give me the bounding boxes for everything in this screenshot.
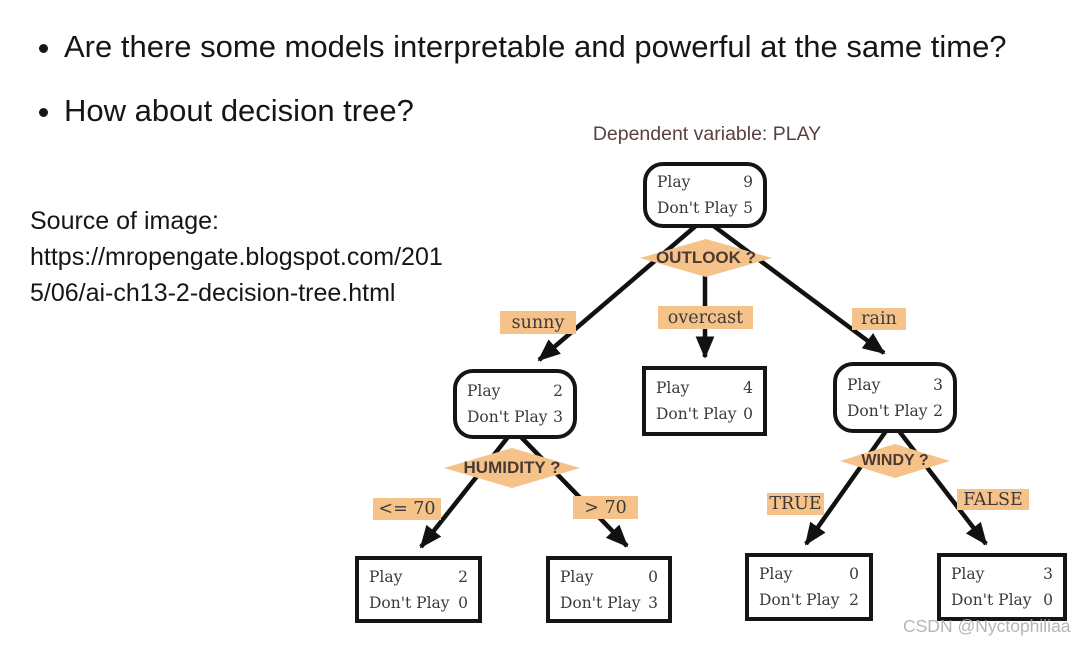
node-row-label: Play xyxy=(759,565,793,583)
node-row-value: 3 xyxy=(1043,565,1053,583)
node-row-value: 0 xyxy=(1043,591,1053,609)
tree-leaf-humidity-le-70: Play 2 Don't Play 0 xyxy=(355,556,482,623)
tree-node-sunny: Play 2 Don't Play 3 xyxy=(453,369,577,439)
node-row: Play 2 xyxy=(467,378,563,404)
node-row: Don't Play 0 xyxy=(369,590,468,616)
node-row-label: Don't Play xyxy=(560,593,641,612)
image-source-text: Source of image: https://mropengate.blog… xyxy=(30,203,443,311)
node-row-value: 3 xyxy=(933,375,943,394)
node-row-value: 9 xyxy=(743,173,753,191)
branch-label-sunny: sunny xyxy=(500,311,576,334)
node-row-value: 5 xyxy=(743,199,753,217)
branch-label-gt-70: > 70 xyxy=(573,496,638,519)
decision-label: OUTLOOK ? xyxy=(655,248,757,267)
node-row-value: 3 xyxy=(553,408,563,426)
diagram-title: Dependent variable: PLAY xyxy=(592,123,822,145)
edge-humidity-gt70 xyxy=(519,435,629,548)
node-row-value: 4 xyxy=(743,379,753,397)
tree-leaf-windy-false: Play 3 Don't Play 0 xyxy=(937,553,1067,621)
node-row-value: 2 xyxy=(933,401,943,420)
tree-node-rain: Play 3 Don't Play 2 xyxy=(833,362,957,433)
node-row: Play 2 xyxy=(369,564,468,590)
node-row-label: Play xyxy=(951,565,985,583)
node-row-label: Play xyxy=(657,173,691,191)
node-row-label: Don't Play xyxy=(657,199,738,217)
branch-label-true: TRUE xyxy=(767,493,824,515)
node-row-value: 2 xyxy=(553,382,563,400)
node-row-label: Don't Play xyxy=(847,401,928,420)
node-row: Play 9 xyxy=(657,169,753,195)
branch-label-false: FALSE xyxy=(957,489,1029,510)
node-row: Don't Play 3 xyxy=(560,590,658,616)
node-row: Don't Play 0 xyxy=(951,587,1053,613)
csdn-watermark: CSDN @Nyctophiliaa xyxy=(903,616,1071,636)
source-url-line-1: https://mropengate.blogspot.com/201 xyxy=(30,243,443,271)
node-row-label: Don't Play xyxy=(467,408,548,426)
node-row: Don't Play 0 xyxy=(656,401,753,427)
node-row: Play 0 xyxy=(560,564,658,590)
node-row-label: Play xyxy=(656,379,690,397)
decision-node-windy: WINDY ? xyxy=(840,444,950,478)
bullet-item-interpretable-question: Are there some models interpretable and … xyxy=(64,26,1012,68)
decision-label: WINDY ? xyxy=(861,452,929,469)
tree-leaf-humidity-gt-70: Play 0 Don't Play 3 xyxy=(546,556,672,623)
branch-label-rain: rain xyxy=(852,308,906,330)
node-row-label: Play xyxy=(560,567,594,586)
bullet-item-decision-tree-question: How about decision tree? xyxy=(64,90,1012,132)
node-row: Don't Play 2 xyxy=(847,398,943,424)
bullet-list: Are there some models interpretable and … xyxy=(30,26,1012,154)
node-row: Play 3 xyxy=(847,372,943,398)
source-url-line-2: 5/06/ai-ch13-2-decision-tree.html xyxy=(30,279,396,307)
node-row-value: 0 xyxy=(458,593,468,612)
node-row-value: 0 xyxy=(743,405,753,423)
tree-node-root: Play 9 Don't Play 5 xyxy=(643,162,767,228)
node-row-label: Play xyxy=(467,382,501,400)
tree-leaf-overcast: Play 4 Don't Play 0 xyxy=(642,366,767,436)
node-row: Play 3 xyxy=(951,561,1053,587)
node-row-value: 3 xyxy=(648,593,658,612)
decision-node-outlook: OUTLOOK ? xyxy=(640,239,772,277)
edge-windy-true xyxy=(804,429,888,546)
node-row: Don't Play 5 xyxy=(657,195,753,221)
node-row: Play 4 xyxy=(656,375,753,401)
branch-label-le-70: <= 70 xyxy=(373,498,441,520)
decision-node-humidity: HUMIDITY ? xyxy=(444,448,580,488)
node-row: Don't Play 3 xyxy=(467,404,563,430)
branch-label-overcast: overcast xyxy=(658,306,753,329)
node-row-value: 0 xyxy=(849,565,859,583)
edge-outlook-sunny xyxy=(537,222,700,362)
node-row: Play 0 xyxy=(759,561,859,587)
node-row-value: 2 xyxy=(458,567,468,586)
node-row-label: Play xyxy=(847,375,881,394)
source-line: Source of image: xyxy=(30,207,219,235)
node-row-label: Don't Play xyxy=(369,593,450,612)
node-row-label: Don't Play xyxy=(759,591,840,609)
node-row-label: Don't Play xyxy=(656,405,737,423)
decision-label: HUMIDITY ? xyxy=(463,458,561,477)
node-row-label: Don't Play xyxy=(951,591,1032,609)
edge-outlook-rain xyxy=(709,222,886,355)
node-row-value: 2 xyxy=(849,591,859,609)
tree-leaf-windy-true: Play 0 Don't Play 2 xyxy=(745,553,873,621)
node-row-label: Play xyxy=(369,567,403,586)
node-row: Don't Play 2 xyxy=(759,587,859,613)
node-row-value: 0 xyxy=(648,567,658,586)
